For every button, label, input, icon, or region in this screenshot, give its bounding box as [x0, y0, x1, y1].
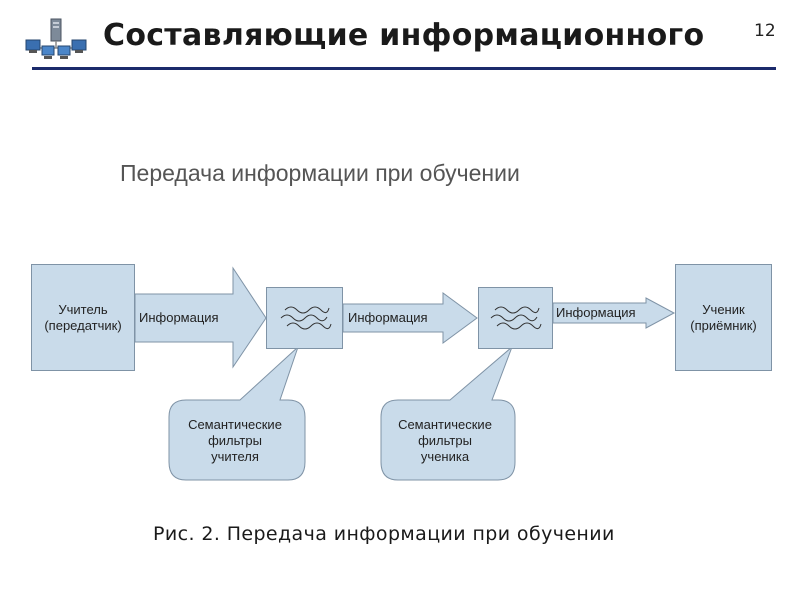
figure-caption: Рис. 2. Передача информации при обучении	[153, 523, 615, 545]
wave-filter-icon	[490, 306, 542, 330]
student-label: Ученик	[702, 301, 745, 317]
callout-line: Семантические	[188, 417, 282, 432]
slide-title: Составляющие информационного процесса	[103, 18, 705, 66]
teacher-role-label: (передатчик)	[44, 317, 122, 333]
network-computers-icon	[24, 18, 88, 62]
arrow-filter-to-filter	[342, 292, 478, 344]
arrow-label-information-1: Информация	[139, 310, 219, 325]
wave-filter-icon	[280, 306, 332, 330]
callout-teacher-filter-shape	[168, 346, 306, 481]
callout-line: ученика	[420, 449, 470, 464]
callout-line: Семантические	[398, 417, 492, 432]
callout-student-filter-shape	[380, 346, 516, 481]
teacher-label: Учитель	[58, 301, 108, 317]
callout-student-filters-text: Семантические фильтры ученика	[378, 417, 512, 465]
teacher-semantic-filter-box	[266, 287, 343, 349]
student-role-label: (приёмник)	[690, 317, 757, 333]
callout-line: фильтры	[418, 433, 472, 448]
arrow-filter-to-student	[552, 297, 676, 329]
arrow-label-information-3: Информация	[556, 305, 636, 320]
callout-line: учителя	[211, 449, 259, 464]
student-semantic-filter-box	[478, 287, 553, 349]
callout-teacher-filters-text: Семантические фильтры учителя	[168, 417, 302, 465]
callout-line: фильтры	[208, 433, 262, 448]
slide-number: 12	[754, 21, 776, 41]
arrow-teacher-to-filter	[134, 266, 267, 369]
title-divider	[32, 67, 776, 70]
diagram-title: Передача информации при обучении	[120, 160, 520, 186]
teacher-transmitter-box: Учитель (передатчик)	[31, 264, 135, 371]
arrow-label-information-2: Информация	[348, 310, 428, 325]
student-receiver-box: Ученик (приёмник)	[675, 264, 772, 371]
